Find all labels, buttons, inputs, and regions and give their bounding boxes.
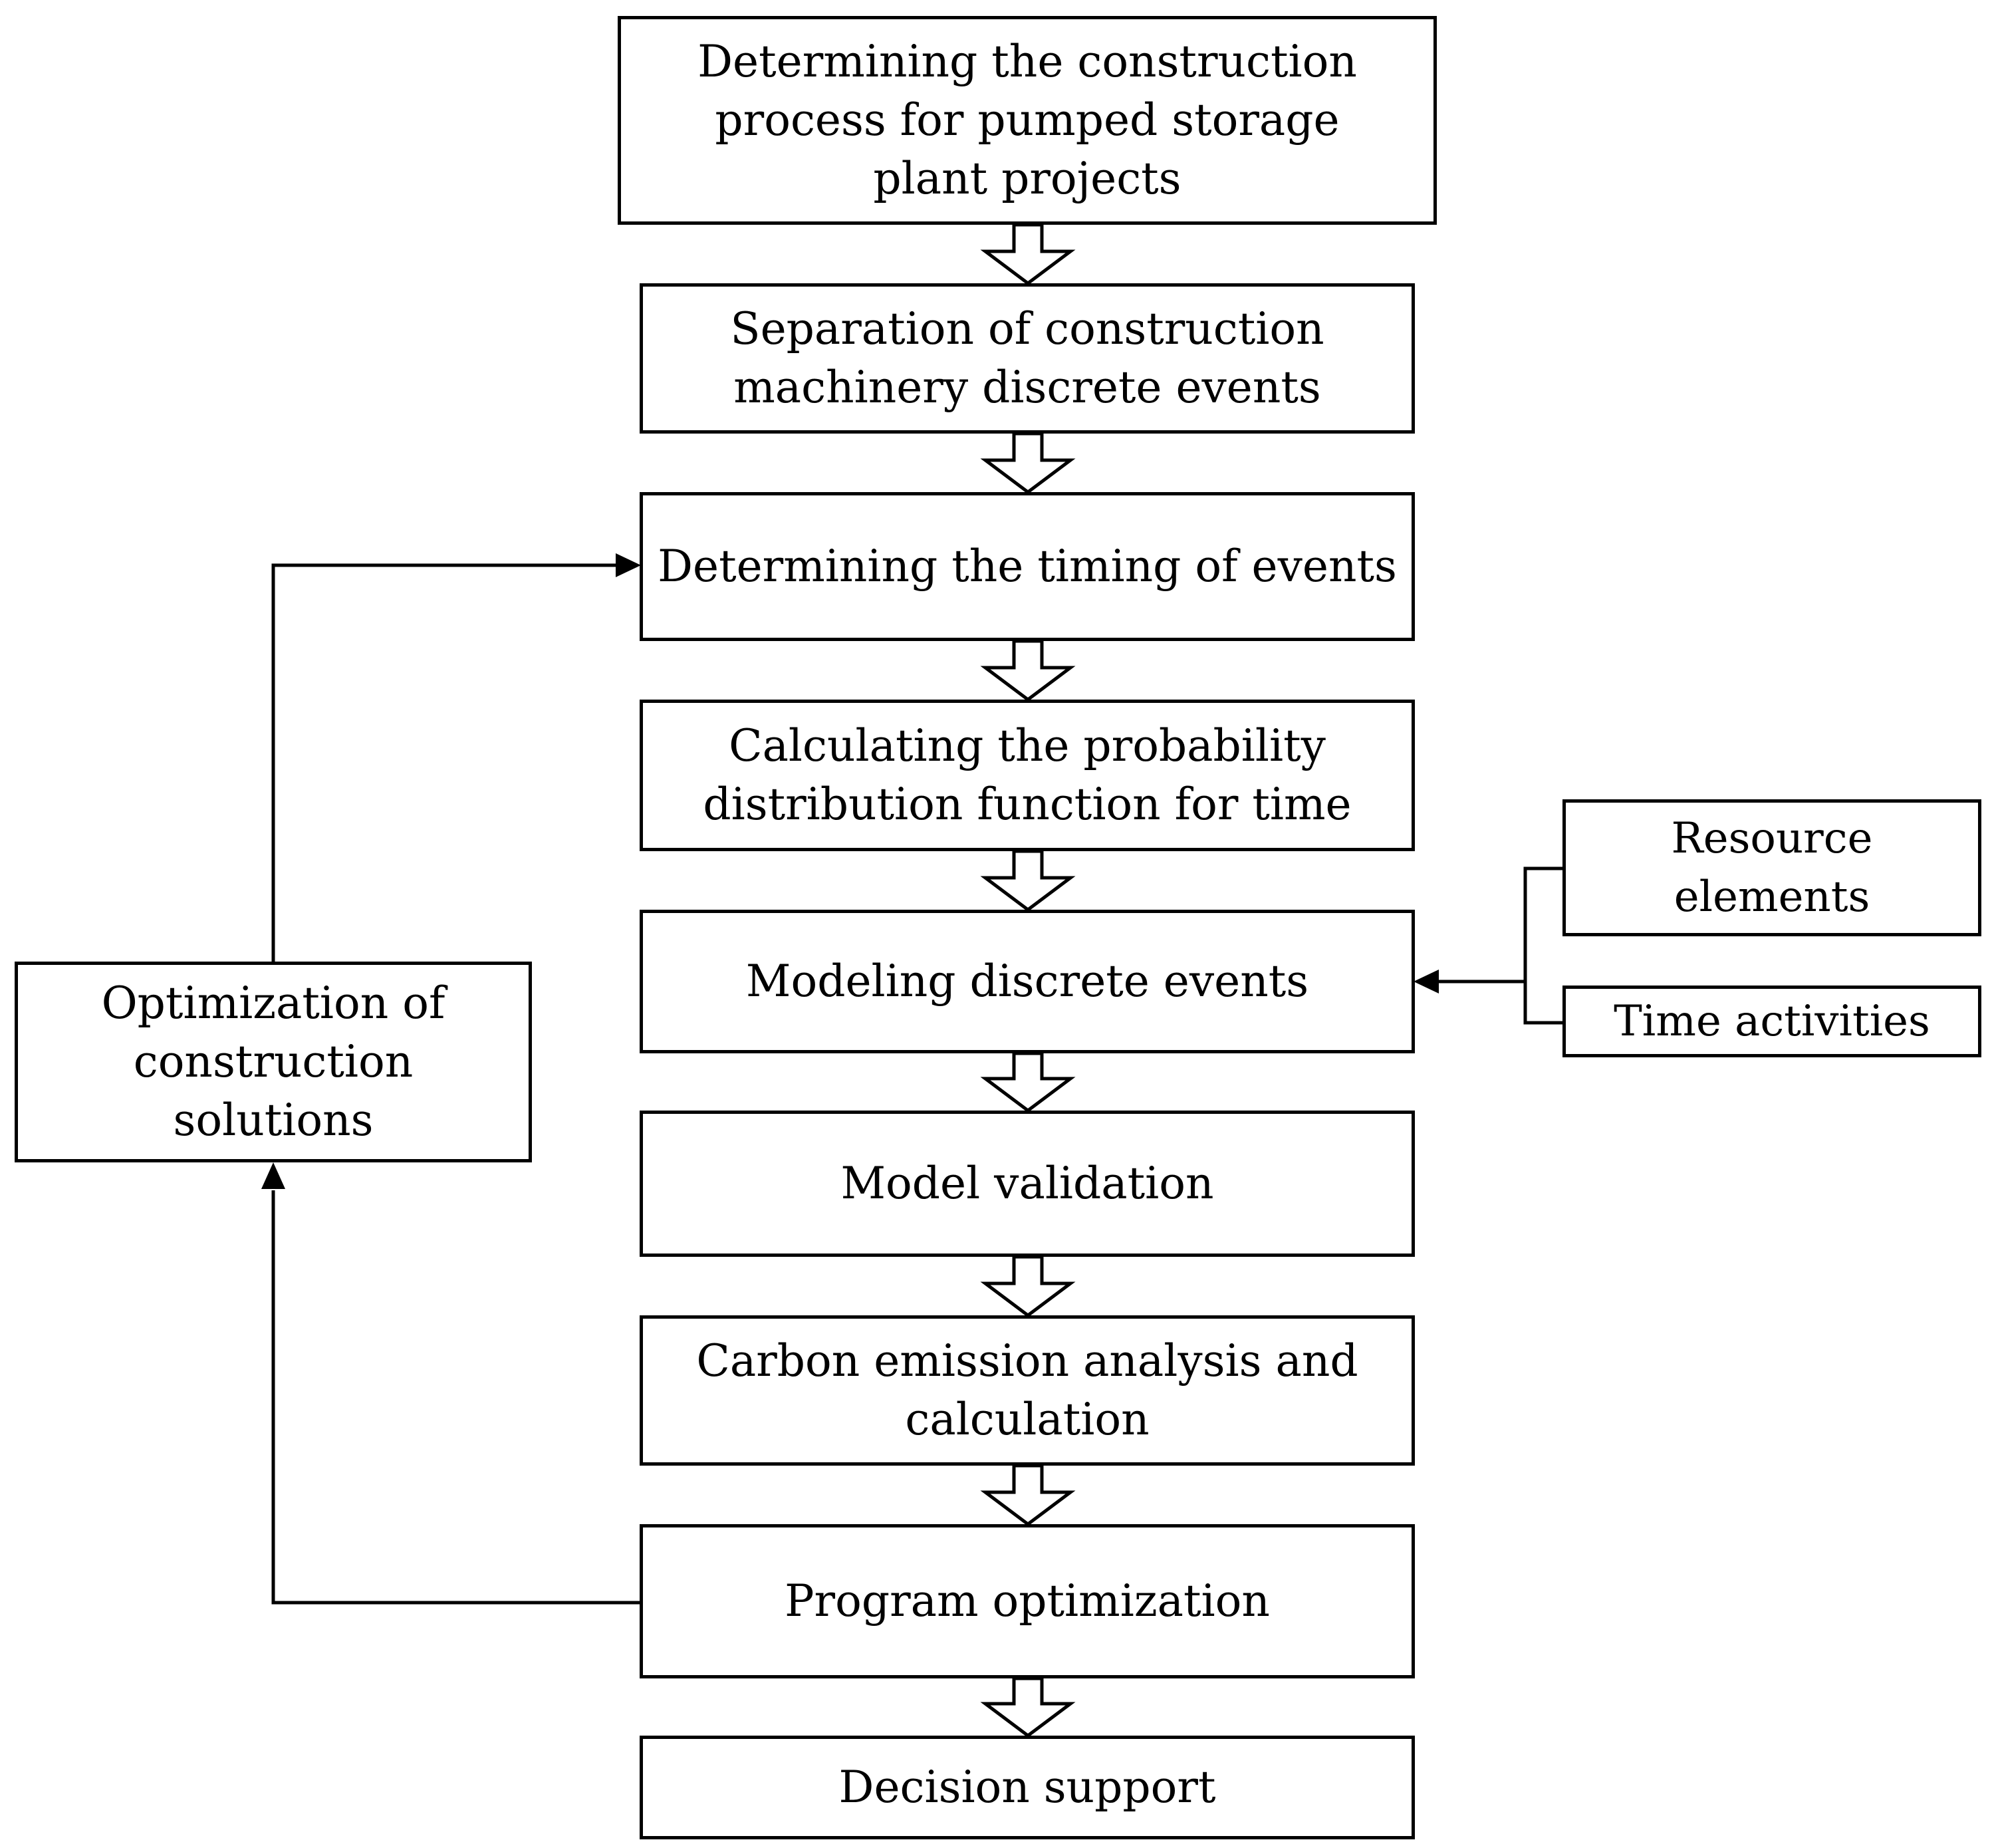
step-label: Determining the timing of events [658, 541, 1397, 592]
down-arrow-1 [980, 223, 1076, 286]
feedback-line-bottom [271, 1190, 641, 1605]
input-resource-elements: Resource elements [1562, 799, 1981, 936]
down-arrow-2 [980, 432, 1076, 495]
step-label: Calculating the probability distribution… [703, 720, 1352, 830]
down-arrow-8 [980, 1676, 1076, 1738]
step-label: Decision support [838, 1762, 1216, 1813]
input-time-activities: Time activities [1562, 986, 1981, 1057]
feedback-line-top [271, 563, 618, 962]
step-decision-support: Decision support [640, 1736, 1415, 1839]
feedback-optimization-solutions: Optimization of construction solutions [15, 962, 532, 1162]
down-arrow-6 [980, 1255, 1076, 1318]
step-carbon-emission: Carbon emission analysis and calculation [640, 1315, 1415, 1466]
step-timing-events: Determining the timing of events [640, 492, 1415, 641]
input-label: Resource elements [1671, 814, 1873, 922]
step-label: Model validation [840, 1158, 1214, 1209]
step-label: Carbon emission analysis and calculation [696, 1335, 1358, 1445]
down-arrow-7 [980, 1464, 1076, 1527]
down-arrow-3 [980, 639, 1076, 702]
step-probability-distribution: Calculating the probability distribution… [640, 700, 1415, 851]
down-arrow-4 [980, 849, 1076, 912]
inputs-bracket [1523, 866, 1562, 1025]
step-modeling-discrete-events: Modeling discrete events [640, 910, 1415, 1053]
arrowhead-up [261, 1162, 285, 1189]
arrowhead-right [616, 553, 641, 577]
input-label: Time activities [1614, 997, 1930, 1046]
down-arrow-5 [980, 1051, 1076, 1113]
step-model-validation: Model validation [640, 1111, 1415, 1257]
step-label: Modeling discrete events [745, 956, 1309, 1007]
step-separation-events: Separation of construction machinery dis… [640, 283, 1415, 434]
step-label: Program optimization [785, 1575, 1270, 1627]
arrowhead-left [1414, 970, 1439, 993]
step-label: Determining the construction process for… [697, 36, 1357, 204]
feedback-label: Optimization of construction solutions [101, 978, 445, 1146]
step-program-optimization: Program optimization [640, 1524, 1415, 1678]
step-label: Separation of construction machinery dis… [730, 303, 1324, 413]
step-construction-process: Determining the construction process for… [618, 16, 1437, 225]
